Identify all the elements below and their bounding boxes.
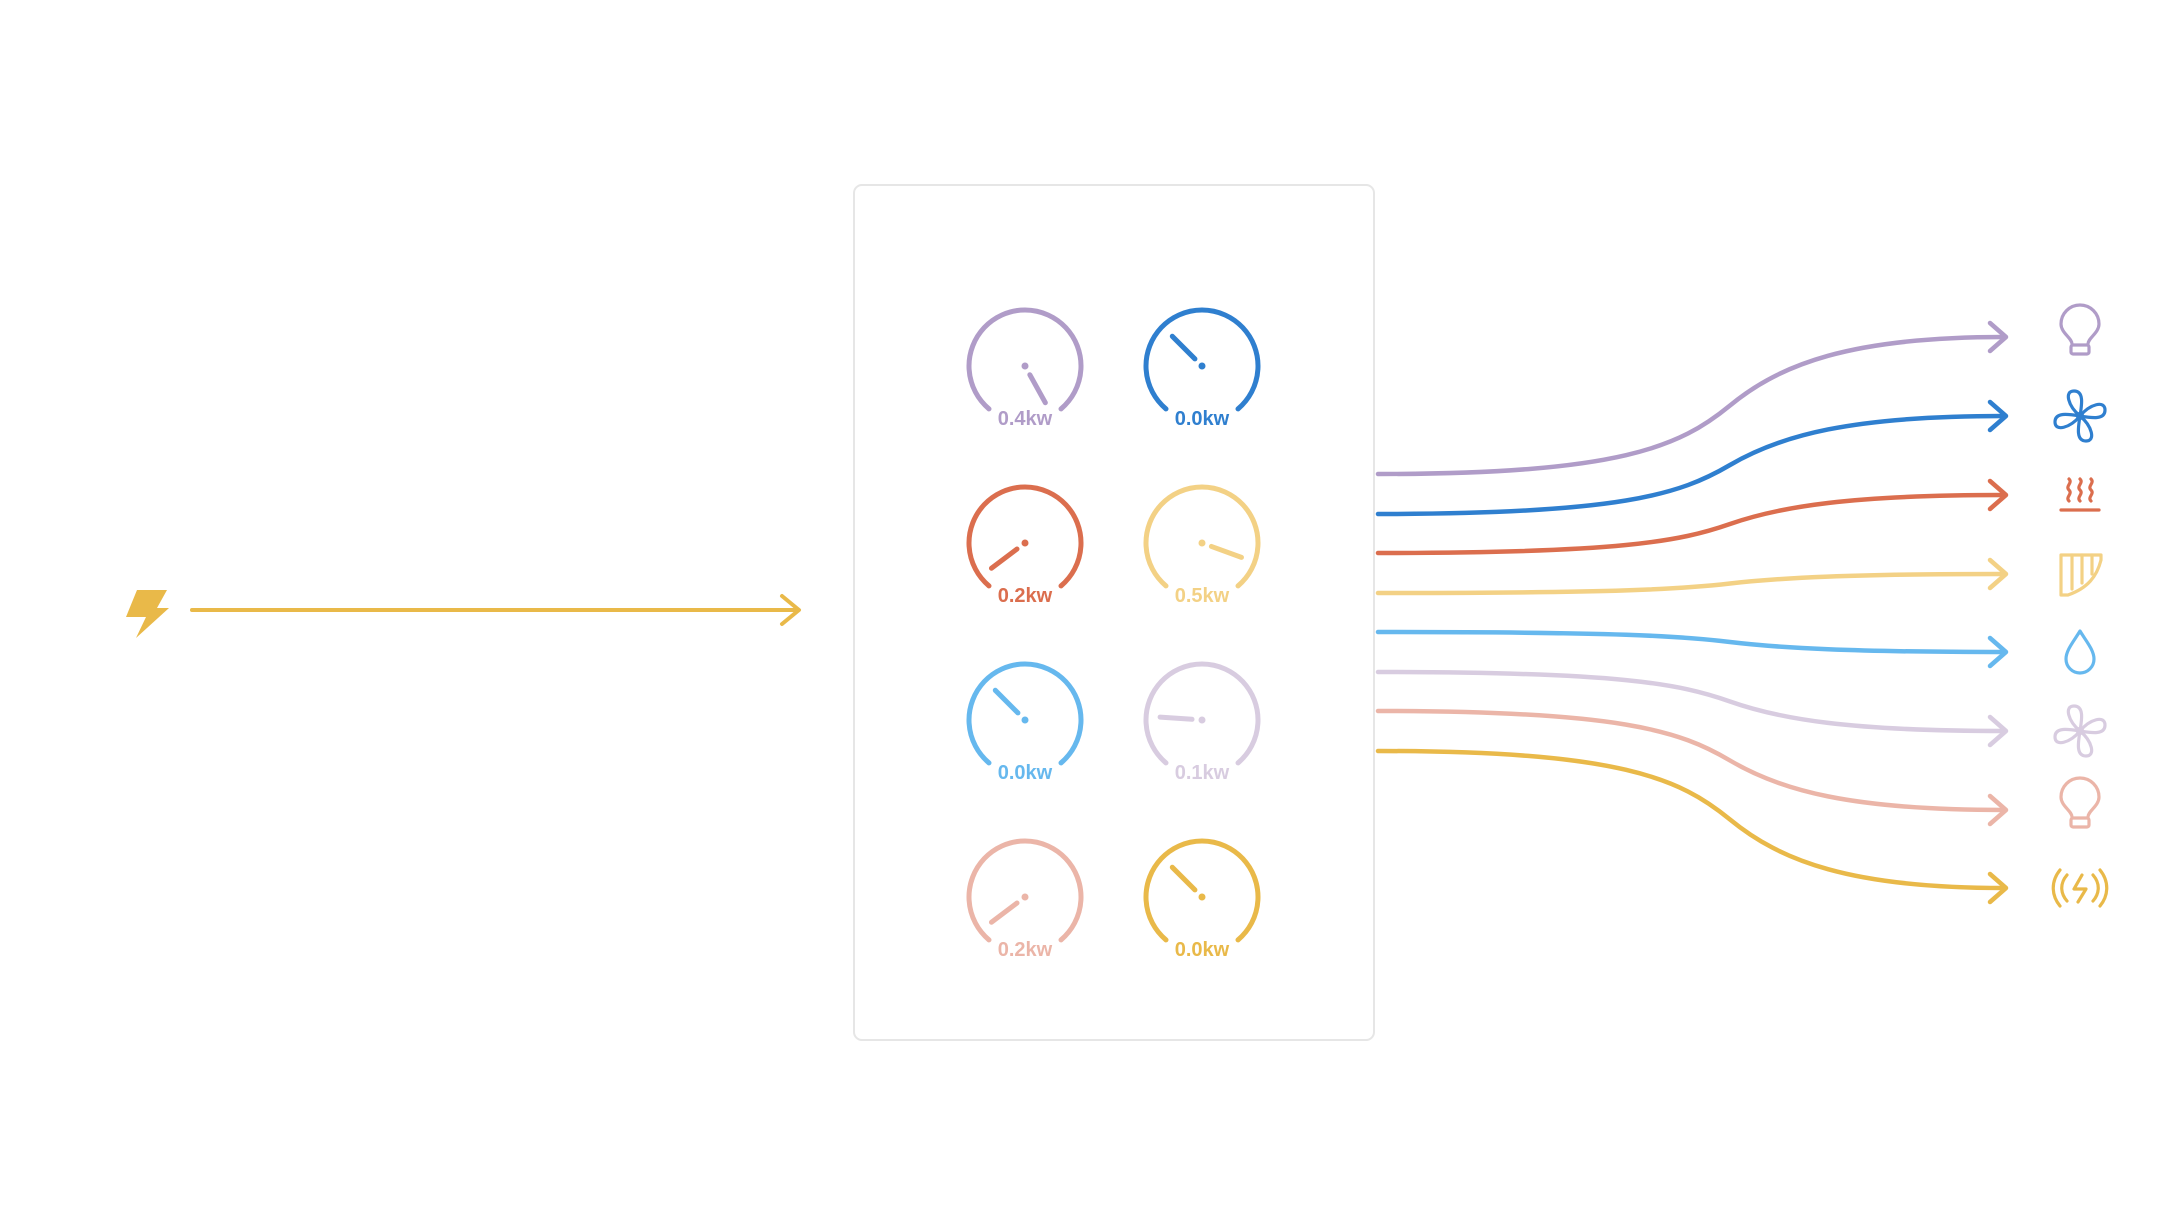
input-flow-arrowhead — [780, 594, 801, 626]
gauge-pivot — [1198, 362, 1206, 370]
gauge-needle — [992, 687, 1021, 716]
device-flow — [1375, 320, 2009, 477]
flow-line — [1375, 708, 2007, 813]
gauge: 0.2kw — [966, 484, 1084, 607]
gauge-value-label: 0.0kw — [1175, 408, 1230, 430]
gauge-needle — [988, 546, 1020, 571]
flow-arrowhead — [1987, 557, 2009, 591]
device-flow — [1375, 557, 2009, 596]
gauge-arc — [1143, 661, 1261, 766]
flow-line — [1375, 413, 2007, 517]
flow-line — [1375, 748, 2007, 891]
lightbulb-icon — [2059, 776, 2101, 829]
device-flow — [1375, 708, 2009, 827]
flow-line — [1375, 571, 2007, 596]
gauge-needle — [1157, 714, 1195, 722]
gauge: 0.0kw — [966, 661, 1084, 784]
lightning-bolt-icon — [126, 590, 169, 638]
device-flow — [1375, 669, 2009, 748]
gauge: 0.0kw — [1143, 307, 1261, 430]
power-source — [126, 590, 801, 638]
device-flow — [1375, 748, 2009, 905]
gauge-panel — [853, 184, 1375, 1041]
flow-line — [1375, 629, 2007, 655]
fan-icon — [2053, 704, 2107, 758]
gauge-value-label: 0.0kw — [998, 762, 1053, 784]
gauge-pivot — [1021, 539, 1029, 547]
water-drop-icon — [2064, 629, 2096, 675]
gauge-arc — [966, 307, 1084, 412]
gauge-pivot — [1198, 539, 1206, 547]
flow-line — [1375, 492, 2007, 556]
gauge-pivot — [1021, 716, 1029, 724]
gauge: 0.5kw — [1143, 484, 1261, 607]
gauge-pivot — [1198, 716, 1206, 724]
gauge-arc — [1143, 484, 1261, 589]
gauge-pivot — [1198, 893, 1206, 901]
device-icons — [2051, 303, 2109, 908]
flow-arrowhead — [1987, 635, 2009, 669]
gauge: 0.2kw — [966, 838, 1084, 961]
flow-arrowhead — [1987, 871, 2009, 905]
gauge: 0.4kw — [966, 307, 1084, 430]
gauge-arc — [1143, 307, 1261, 412]
heater-icon — [2059, 477, 2101, 512]
gauge-needle — [1169, 333, 1198, 362]
gauge-value-label: 0.0kw — [1175, 939, 1230, 961]
flow-arrowhead — [1987, 793, 2009, 827]
device-flow — [1375, 399, 2009, 517]
fan-icon — [2053, 389, 2107, 443]
device-flow-lines — [1375, 320, 2009, 905]
gauge-value-label: 0.1kw — [1175, 762, 1230, 784]
gauge: 0.1kw — [1143, 661, 1261, 784]
gauge-arc — [966, 484, 1084, 589]
flow-line — [1375, 669, 2007, 734]
flow-arrowhead — [1987, 320, 2009, 354]
flow-line — [1375, 334, 2007, 477]
gauge-value-label: 0.2kw — [998, 939, 1053, 961]
ev-charger-icon — [2051, 868, 2109, 908]
flow-arrowhead — [1987, 399, 2009, 433]
device-flow — [1375, 629, 2009, 669]
gauge-needle — [1027, 372, 1048, 406]
gauge-needle — [1208, 543, 1244, 560]
gauge-value-label: 0.4kw — [998, 408, 1053, 430]
gauge-value-label: 0.5kw — [1175, 585, 1230, 607]
gauge-arc — [966, 661, 1084, 766]
gauge-grid: 0.4kw 0.0kw 0.2kw 0.5kw 0.0kw 0.1kw 0.2kw 0.0kw — [966, 307, 1261, 961]
gauge-arc — [966, 838, 1084, 943]
gauge-value-label: 0.2kw — [998, 585, 1053, 607]
gauge-arc — [1143, 838, 1261, 943]
flow-arrowhead — [1987, 478, 2009, 512]
gauge-pivot — [1021, 362, 1029, 370]
curtain-icon — [2059, 553, 2103, 597]
gauge-needle — [988, 900, 1020, 925]
device-flow — [1375, 478, 2009, 556]
gauge-pivot — [1021, 893, 1029, 901]
gauge-needle — [1169, 864, 1198, 893]
lightbulb-icon — [2059, 303, 2101, 356]
flow-arrowhead — [1987, 714, 2009, 748]
gauge: 0.0kw — [1143, 838, 1261, 961]
